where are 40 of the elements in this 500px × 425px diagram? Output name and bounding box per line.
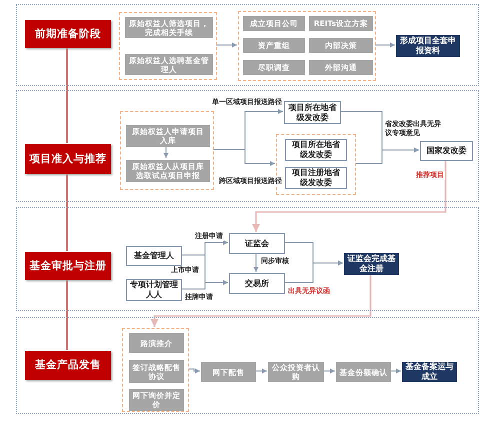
arrow: [188, 368, 200, 374]
stage-panel: [16, 4, 479, 86]
arrow: [254, 252, 258, 272]
agency-box: 基金管理人: [126, 246, 182, 266]
result-box: 形成项目全套申报资料: [396, 35, 460, 57]
arrow: [216, 42, 238, 48]
arrow: [390, 368, 402, 374]
connector-line: [66, 173, 68, 251]
stage-box: 项目准入与推荐: [25, 144, 111, 174]
stage-panel: [16, 207, 479, 311]
agency-box: 项目所在地省级发改委: [285, 139, 347, 161]
stage-box: 基金产品发售: [25, 351, 111, 380]
group-box: [276, 134, 356, 195]
group-box: [120, 111, 214, 190]
agency-box: 专项计划管理人人: [126, 279, 182, 301]
stage-box: 前期准备阶段: [25, 20, 111, 48]
group-box: [119, 12, 217, 80]
result-box: 证监会完成基金注册: [344, 253, 399, 275]
connector-line: [66, 47, 68, 143]
agency-box: 交易所: [229, 273, 285, 294]
arrow: [354, 148, 420, 164]
stage-box: 基金审批与注册: [25, 252, 111, 280]
arrow: [180, 280, 228, 290]
arrow: [212, 149, 276, 166]
stage-panel: [16, 317, 479, 414]
agency-box: 证监会: [229, 233, 285, 254]
arrow: [374, 42, 396, 48]
agency-box: 项目注册地省级发改委: [285, 167, 347, 189]
agency-box: 项目所在地省级发改委: [284, 101, 341, 124]
arrow: [164, 144, 168, 158]
arrow: [252, 160, 446, 232]
arrow: [322, 368, 336, 374]
connector-line: [66, 279, 68, 350]
group-box: [238, 11, 376, 81]
group-box: [122, 328, 189, 412]
agency-box: 国家发改委: [420, 141, 473, 161]
arrow: [284, 260, 344, 283]
arrow: [150, 274, 372, 327]
arrow: [254, 368, 268, 374]
result-box: 基金备案运与成立: [402, 362, 457, 382]
